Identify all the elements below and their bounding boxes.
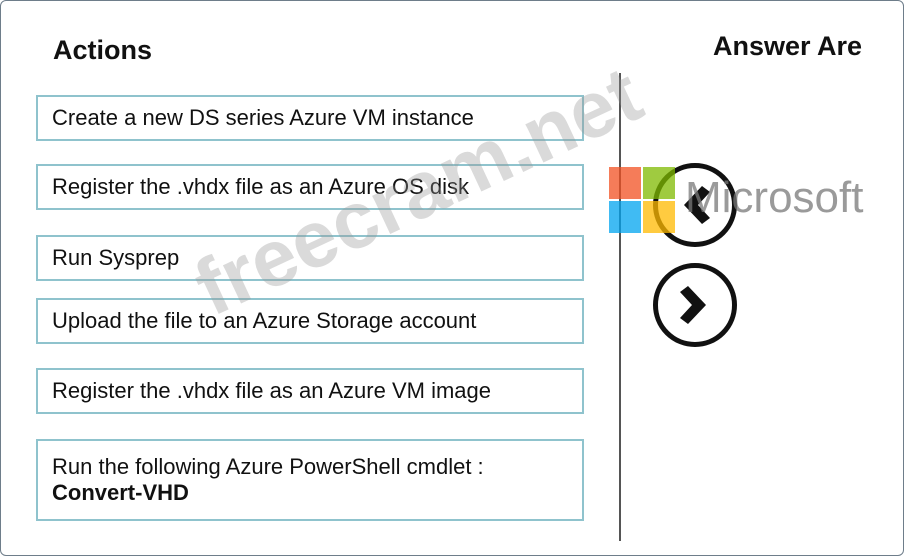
action-item-upload-file[interactable]: Upload the file to an Azure Storage acco… bbox=[36, 298, 584, 344]
chevron-left-icon bbox=[684, 186, 710, 224]
move-left-button[interactable] bbox=[653, 163, 737, 247]
actions-heading: Actions bbox=[53, 35, 153, 65]
answer-area-heading: Answer Are bbox=[713, 31, 863, 61]
action-item-label: Register the .vhdx file as an Azure VM i… bbox=[52, 378, 491, 403]
action-item-label: Register the .vhdx file as an Azure OS d… bbox=[52, 174, 469, 199]
action-item-register-vm-image[interactable]: Register the .vhdx file as an Azure VM i… bbox=[36, 368, 584, 414]
action-item-run-sysprep[interactable]: Run Sysprep bbox=[36, 235, 584, 281]
action-item-label: Create a new DS series Azure VM instance bbox=[52, 105, 474, 130]
move-right-button[interactable] bbox=[653, 263, 737, 347]
action-item-label: Upload the file to an Azure Storage acco… bbox=[52, 308, 477, 333]
action-item-register-os-disk[interactable]: Register the .vhdx file as an Azure OS d… bbox=[36, 164, 584, 210]
chevron-right-icon bbox=[680, 286, 706, 324]
action-item-label: Run the following Azure PowerShell cmdle… bbox=[52, 454, 484, 479]
action-item-label: Run Sysprep bbox=[52, 245, 180, 270]
action-item-create-vm[interactable]: Create a new DS series Azure VM instance bbox=[36, 95, 584, 141]
column-divider bbox=[619, 73, 621, 541]
action-item-run-cmdlet[interactable]: Run the following Azure PowerShell cmdle… bbox=[36, 439, 584, 521]
cmdlet-name: Convert-VHD bbox=[52, 480, 189, 505]
